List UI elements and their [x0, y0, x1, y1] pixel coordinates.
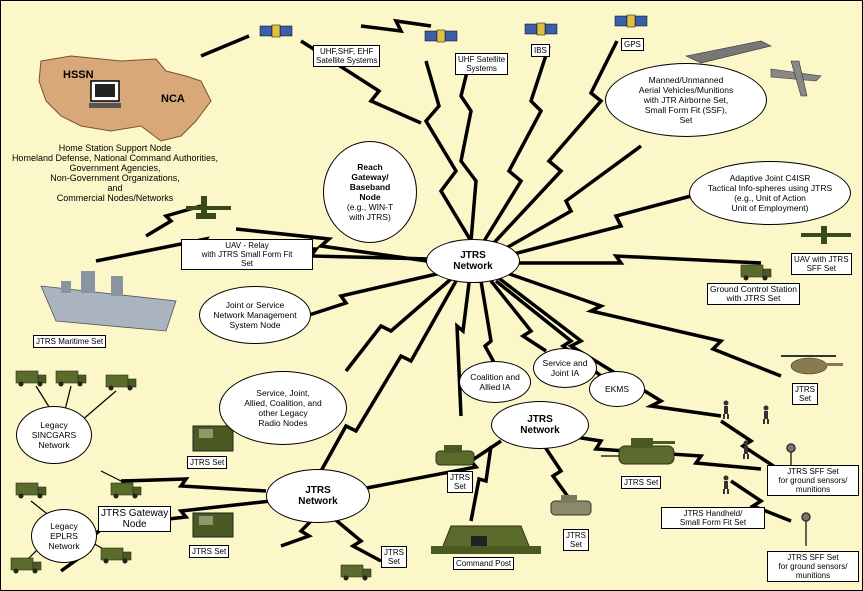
- ship-icon: [40, 271, 177, 332]
- sensor-icon: [786, 443, 811, 546]
- command-post-label: Command Post: [453, 557, 515, 570]
- hssn-label: HSSN: [63, 69, 94, 81]
- truck-icon: [100, 547, 132, 564]
- satellite-icon: [524, 22, 558, 36]
- soldier-icon: [723, 400, 729, 419]
- jtrs-set-jeep-label: JTRS Set: [189, 545, 230, 558]
- reach-gateway-cloud: Reach Gateway/ Baseband Node (e.g., WIN-…: [323, 141, 417, 243]
- ekms-cloud: EKMS: [589, 371, 645, 407]
- aircraft-icon: [685, 40, 822, 97]
- soldier-icon: [763, 405, 769, 424]
- truck-icon: [105, 374, 137, 391]
- jeep-icon: [192, 512, 234, 538]
- truck-icon: [55, 370, 87, 387]
- satellite-icon: [259, 24, 293, 38]
- home-node-description: Home Station Support Node Homeland Defen…: [11, 143, 219, 203]
- network-management-cloud: Joint or Service Network Management Syst…: [199, 286, 311, 344]
- usa-map: [38, 55, 212, 142]
- handheld-sff-label: JTRS Handheld/Small Form Fit Set: [661, 507, 765, 529]
- command-post-icon: [431, 525, 541, 554]
- satellite-label-gps: GPS: [621, 38, 644, 51]
- soldier-icon: [723, 475, 729, 494]
- tank-icon: [550, 495, 592, 516]
- satellite-label-ibs: IBS: [531, 44, 550, 57]
- link-bolts: [59, 18, 792, 573]
- legacy-eplrs-cloud: Legacy EPLRS Network: [31, 509, 97, 563]
- truck-icon: [10, 557, 42, 574]
- uav-icon: [186, 196, 231, 219]
- jtrs-set-tank-label: JTRS Set: [621, 476, 662, 489]
- tank-icon: [435, 445, 475, 466]
- maritime-set-label: JTRS Maritime Set: [33, 335, 107, 348]
- legacy-sincgars-cloud: Legacy SINCGARS Network: [16, 406, 92, 464]
- jeep-icon: [192, 425, 234, 452]
- uav-icon: [801, 226, 851, 244]
- satellite-icon: [614, 14, 648, 28]
- truck-icon: [15, 482, 47, 499]
- jtrs-set-jeep-label: JTRS Set: [187, 456, 228, 469]
- truck-icon: [740, 264, 772, 281]
- manned-unmanned-cloud: Manned/Unmanned Aerial Vehicles/Munition…: [605, 63, 767, 137]
- satellite-icon: [424, 29, 458, 43]
- helicopter-icon: [781, 355, 843, 375]
- adaptive-c4isr-cloud: Adaptive Joint C4ISR Tactical Info-spher…: [689, 161, 851, 225]
- truck-icon: [340, 564, 372, 581]
- nca-label: NCA: [161, 93, 185, 105]
- tank-icon: [618, 438, 675, 465]
- truck-icon: [110, 482, 142, 499]
- legacy-radio-nodes-cloud: Service, Joint, Allied, Coalition, and o…: [219, 371, 347, 445]
- truck-icon: [15, 370, 47, 387]
